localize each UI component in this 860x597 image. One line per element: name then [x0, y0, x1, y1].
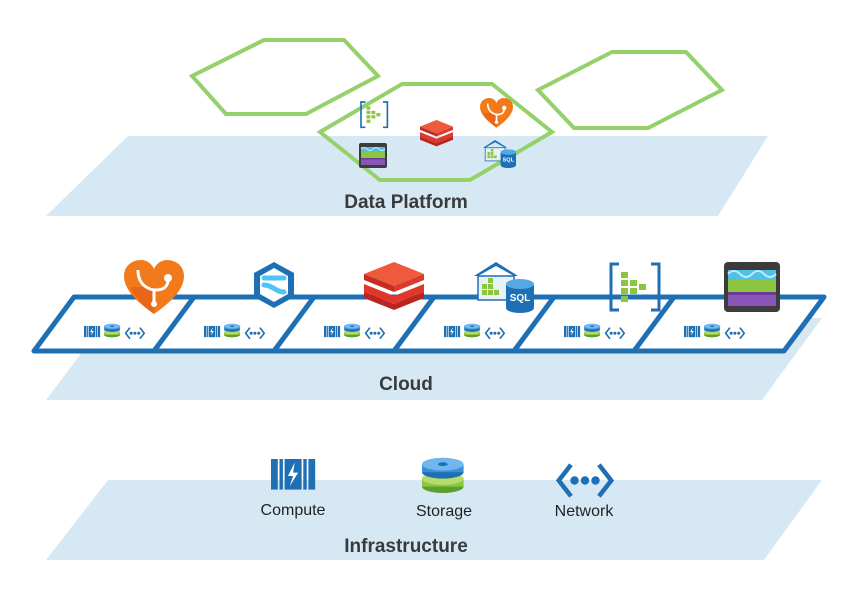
data-lake-icon — [358, 142, 388, 169]
data-platform-title: Data Platform — [344, 192, 468, 213]
storage-label: Storage — [416, 503, 472, 520]
heart-monitor-icon — [479, 97, 514, 129]
storage-icon — [224, 323, 241, 338]
service-tile — [631, 261, 827, 354]
infrastructure-plane — [46, 480, 822, 560]
compute-icon — [324, 326, 341, 338]
data-platform-layer: Data Platform — [46, 38, 768, 216]
data-platform-plane — [46, 136, 768, 216]
network-label: Network — [555, 503, 615, 520]
storage-icon — [344, 323, 361, 338]
infrastructure-title: Infrastructure — [344, 536, 468, 557]
infrastructure-layer: Compute Storage Network Infrastructure — [46, 457, 822, 560]
compute-icon — [564, 326, 581, 338]
compute-icon — [84, 326, 101, 338]
compute-icon — [684, 326, 701, 338]
data-lake-icon — [723, 261, 781, 313]
compute-icon — [444, 326, 461, 338]
compute-icon — [271, 459, 316, 490]
storage-icon — [422, 457, 464, 493]
storage-icon — [584, 323, 601, 338]
compute-icon — [204, 326, 221, 338]
hex-active — [316, 82, 556, 182]
storage-icon — [104, 323, 121, 338]
hex-empty-left — [188, 38, 382, 116]
cloud-layer: Cloud — [31, 258, 827, 400]
storage-icon — [704, 323, 721, 338]
hex-empty-right — [534, 50, 726, 130]
cloud-title: Cloud — [379, 374, 433, 395]
compute-label: Compute — [261, 502, 326, 519]
storage-icon — [464, 323, 481, 338]
